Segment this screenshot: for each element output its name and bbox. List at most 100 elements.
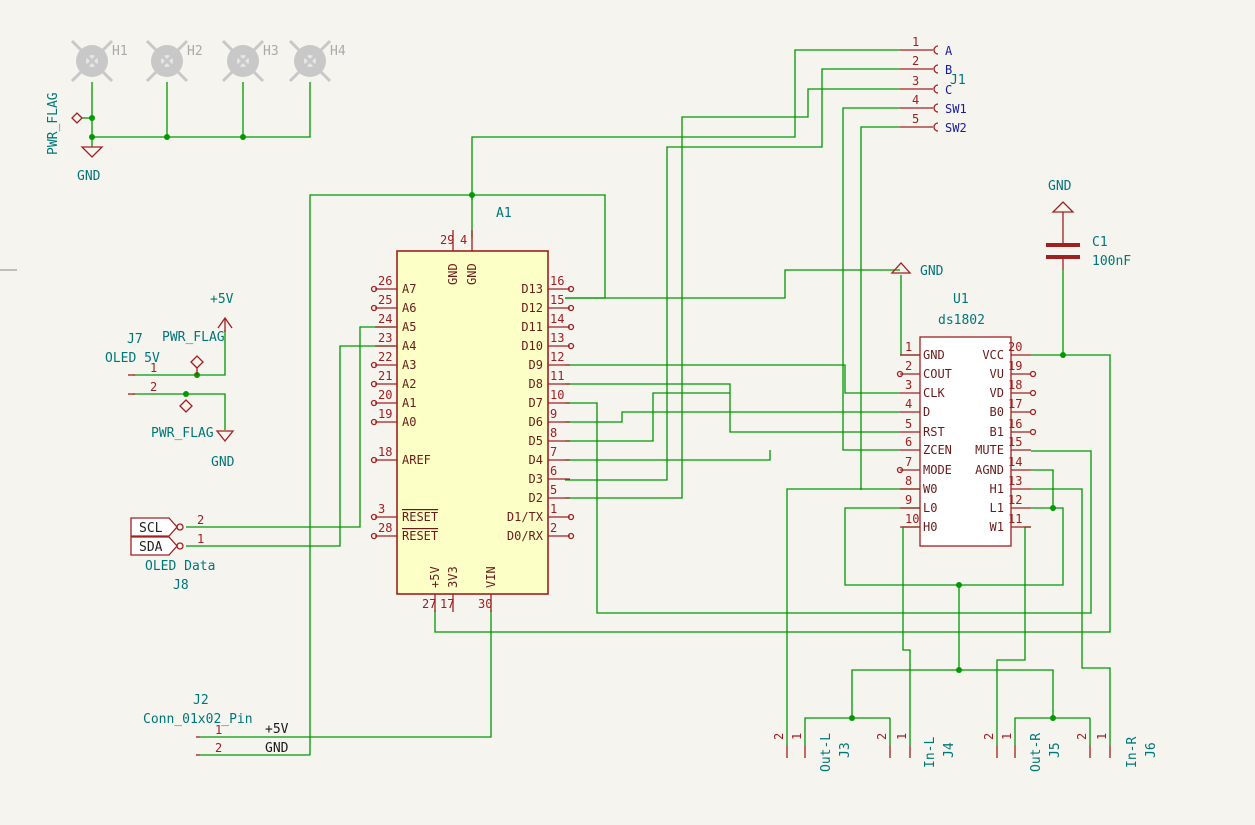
pin-num: 17 <box>1008 397 1022 411</box>
c1-value: 100nF <box>1092 254 1131 269</box>
gnd-symbol-u1[interactable]: GND <box>890 262 944 279</box>
pin-num: 2 <box>875 733 889 740</box>
ic-u1-ds1802[interactable]: U1 ds1802 1GND2COUT3CLK4D5RST6ZCEN7MODE8… <box>896 292 1037 547</box>
gnd-label: GND <box>211 455 235 470</box>
jack-value: Out-L <box>819 733 834 772</box>
capacitor-c1[interactable]: GND C1 100nF <box>1046 179 1131 270</box>
scl-label: SCL <box>139 521 163 536</box>
pin-name: A0 <box>402 415 416 429</box>
jack-ref: J5 <box>1048 742 1063 758</box>
nc-pin-icon <box>370 285 378 293</box>
nc-pin-icon <box>370 513 378 521</box>
pin-name: D9 <box>529 358 543 372</box>
pin-num: 4 <box>460 233 467 247</box>
pin-num: 2 <box>912 54 919 68</box>
connector-j8[interactable]: SCL SDA 2 1 OLED Data J8 <box>130 513 215 593</box>
pin-name: ZCEN <box>923 443 952 457</box>
sda-label: SDA <box>139 540 163 555</box>
pin-num: 10 <box>550 388 564 402</box>
pin-num: 15 <box>550 293 564 307</box>
pin-num: 25 <box>378 293 392 307</box>
pin-num: 23 <box>378 331 392 345</box>
pin-name: D3 <box>529 472 543 486</box>
j2-value: Conn_01x02_Pin <box>143 712 253 727</box>
gnd-symbol-holes[interactable]: GND <box>77 146 104 184</box>
pin-num: 2 <box>905 359 912 373</box>
pin-name: H1 <box>990 482 1004 496</box>
pin-num: 1 <box>790 733 804 740</box>
nc-pin-icon <box>567 323 575 331</box>
pin-num: 3 <box>378 502 385 516</box>
nc-pin-icon <box>370 304 378 312</box>
pin-name: VIN <box>484 566 498 588</box>
pin-name: B1 <box>990 425 1004 439</box>
socket-icon <box>933 103 939 113</box>
pin-label: B <box>945 63 952 77</box>
gnd-label: GND <box>920 264 944 279</box>
connector-j2[interactable]: J2 Conn_01x02_Pin 1 2 +5V GND <box>143 693 289 756</box>
pin-num: 1 <box>215 723 222 737</box>
pin-name: D2 <box>529 491 543 505</box>
pin-name: D10 <box>521 339 543 353</box>
pin-name: D11 <box>521 320 543 334</box>
pin-num: 20 <box>1008 340 1022 354</box>
pin-name: A3 <box>402 358 416 372</box>
mounting-holes[interactable]: H1 H2 H3 H4 <box>70 39 346 83</box>
mounting-hole-label: H2 <box>187 44 203 59</box>
pin-name: VD <box>990 386 1004 400</box>
audio-jack-j6[interactable]: 2 1 In-R J6 <box>1075 733 1159 768</box>
pin-name: RST <box>923 425 945 439</box>
pin-num: 13 <box>550 331 564 345</box>
pin-name: A5 <box>402 320 416 334</box>
p5v-label: +5V <box>210 292 234 307</box>
audio-jack-j5[interactable]: 2 1 Out-R J5 <box>982 733 1063 772</box>
pin-num: 27 <box>422 597 436 611</box>
pin-name: A2 <box>402 377 416 391</box>
pin-num: 8 <box>905 474 912 488</box>
nc-pin-icon <box>370 361 378 369</box>
pin-num: 1 <box>895 733 909 740</box>
pin-name: RESET <box>402 510 438 524</box>
pin-name: MODE <box>923 463 952 477</box>
pin-num: 16 <box>1008 417 1022 431</box>
j8-ref: J8 <box>173 578 189 593</box>
j8-value: OLED Data <box>145 559 215 574</box>
socket-icon <box>933 64 939 74</box>
pin-name: W0 <box>923 482 937 496</box>
jack-value: In-L <box>923 737 938 768</box>
connector-j7[interactable]: J7 OLED 5V 1 2 PWR_FLAG +5V PWR_FLAG GND <box>105 292 235 470</box>
pin-num: 14 <box>1008 455 1022 469</box>
pin-num: 12 <box>550 350 564 364</box>
pin-name: GND <box>923 348 945 362</box>
pin-num: 29 <box>440 233 454 247</box>
pin-num: 5 <box>912 112 919 126</box>
pin-label: SW1 <box>945 102 967 116</box>
pin-name: A7 <box>402 282 416 296</box>
audio-jack-j4[interactable]: 2 1 In-L J4 <box>875 733 957 768</box>
pin-num: 2 <box>982 733 996 740</box>
mounting-hole-label: H3 <box>263 44 279 59</box>
nc-pin-icon <box>1029 389 1037 397</box>
c1-ref: C1 <box>1092 235 1108 250</box>
nc-pin-icon <box>567 304 575 312</box>
arduino-a1[interactable]: A1 29 4 GND GND 27 17 30 +5V 3V3 VIN 26A… <box>370 206 575 612</box>
pin-name: A4 <box>402 339 416 353</box>
audio-jack-j3[interactable]: 2 1 Out-L J3 <box>772 733 853 772</box>
pin-num: 19 <box>1008 359 1022 373</box>
j2-ref: J2 <box>193 693 209 708</box>
socket-icon <box>933 84 939 94</box>
pin-name: D6 <box>529 415 543 429</box>
pin-num: 13 <box>1008 474 1022 488</box>
jack-ref: J4 <box>942 742 957 758</box>
pwr-flag-holes[interactable]: PWR_FLAG <box>46 92 83 155</box>
nc-pin-icon <box>370 456 378 464</box>
pwr-flag-icon <box>179 399 193 413</box>
pin-num: 18 <box>378 445 392 459</box>
pin-num: 30 <box>478 597 492 611</box>
pin-num: 1 <box>550 502 557 516</box>
nc-pin-icon <box>1029 428 1037 436</box>
pin-name: D1/TX <box>507 510 544 524</box>
nc-pin-icon <box>567 513 575 521</box>
